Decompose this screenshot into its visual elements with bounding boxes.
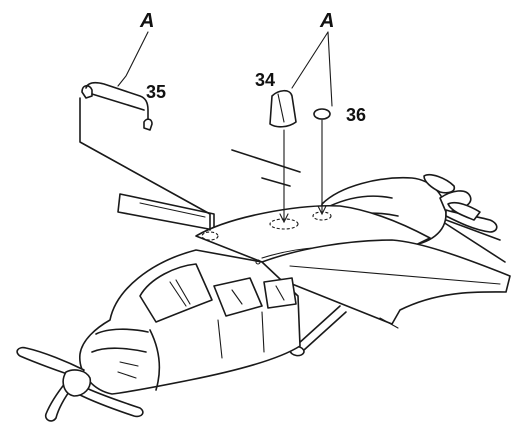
callout-a-left-leader: [117, 31, 149, 87]
antenna-35: [81, 82, 153, 131]
right-wing: [261, 239, 511, 329]
callout-a-left: A: [139, 10, 154, 32]
part-number-35: 35: [146, 82, 166, 102]
right-propeller: [423, 173, 498, 233]
leader-line-34: [279, 129, 289, 224]
callout-a-right: A: [319, 10, 334, 32]
part-number-34: 34: [255, 70, 275, 90]
callout-a-right-leader: [291, 31, 333, 107]
antenna-34: [269, 89, 297, 128]
leader-line-36: [317, 119, 327, 216]
fuselage-body: [79, 249, 301, 395]
nose-propeller: [16, 346, 144, 422]
mount-location-35: [201, 231, 219, 241]
seam-dot: [255, 259, 261, 265]
part-number-36: 36: [346, 105, 366, 125]
antenna-36: [313, 108, 331, 120]
left-wing: [117, 193, 215, 231]
leader-line-35: [79, 97, 211, 231]
